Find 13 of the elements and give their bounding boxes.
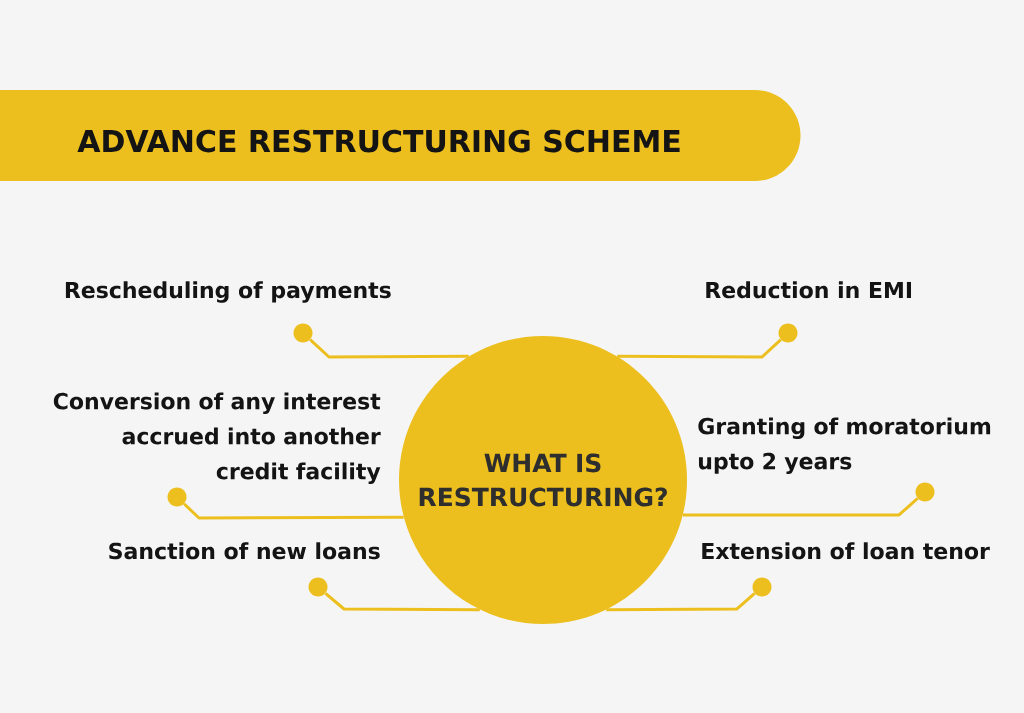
connector-line xyxy=(606,592,756,612)
item-label: Extension of loan tenor xyxy=(702,542,990,560)
connector-line xyxy=(617,338,782,359)
connector-line xyxy=(309,338,469,359)
item-label: Conversion of any interest accrued into another credit facility xyxy=(53,392,381,484)
item-label: Granting of moratorium upto 2 years xyxy=(698,417,991,474)
connector-line xyxy=(324,592,480,612)
item-label: Sanction of new loans xyxy=(109,542,380,560)
connector-line xyxy=(683,497,919,517)
connector-line xyxy=(183,502,404,520)
title-band: ADVANCE RESTRUCTURING SCHEME xyxy=(0,90,801,181)
item-label: Reduction in EMI xyxy=(706,281,911,299)
item-label: Rescheduling of payments xyxy=(65,281,391,303)
